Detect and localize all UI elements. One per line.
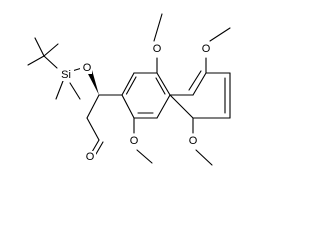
bond-c4-c4a xyxy=(156,72,171,96)
bond-c2-c3 xyxy=(121,72,135,96)
bond-cq-me3 xyxy=(43,43,59,57)
bond-ch2-cho xyxy=(86,117,100,141)
bond-cho-o xyxy=(91,139,100,153)
naphthalene-right-ring xyxy=(169,70,231,119)
bond-c4-c4a-inner xyxy=(155,77,166,95)
bond-c5-c6-inner xyxy=(188,70,202,91)
bond-cq-me1 xyxy=(27,55,45,66)
methoxy-groups xyxy=(133,13,231,166)
bond-c5-c6 xyxy=(192,72,207,96)
atom-label-o-aldehyde: O xyxy=(86,151,95,163)
bond-cho-o-double xyxy=(95,141,104,155)
bond-o5-me xyxy=(209,27,231,42)
atom-label-si: Si xyxy=(61,69,71,81)
bond-o8-me xyxy=(195,149,213,166)
bond-o4-me xyxy=(153,13,163,42)
structure-canvas: O Si O O O O O xyxy=(27,13,231,166)
atom-label-o-c1: O xyxy=(130,135,139,147)
bond-c2-c3-inner xyxy=(125,76,137,95)
bond-cq-me2 xyxy=(34,37,45,57)
bond-si-me2 xyxy=(69,82,81,100)
atom-label-o-tbs: O xyxy=(83,62,92,74)
bond-si-cq xyxy=(43,55,58,69)
atom-labels: O Si O O O O O xyxy=(58,43,212,163)
bond-stereocenter-ch2 xyxy=(86,94,100,119)
naphthalene-left-ring xyxy=(121,72,171,119)
bond-c1-c2 xyxy=(121,94,135,119)
bond-si-me1 xyxy=(55,80,64,100)
atom-label-o-c5: O xyxy=(202,43,211,55)
side-chain xyxy=(86,70,123,155)
atom-label-o-c4: O xyxy=(153,43,162,55)
wedge-bond-stereo-o xyxy=(87,70,99,95)
bond-c4a-c8a xyxy=(156,94,171,119)
molecule-drawing: O Si O O O O O xyxy=(27,13,231,166)
atom-label-o-c8: O xyxy=(189,135,198,147)
bond-o1-me xyxy=(136,149,153,164)
tbs-group xyxy=(27,37,83,100)
bond-c8a2-c4a xyxy=(169,94,194,119)
